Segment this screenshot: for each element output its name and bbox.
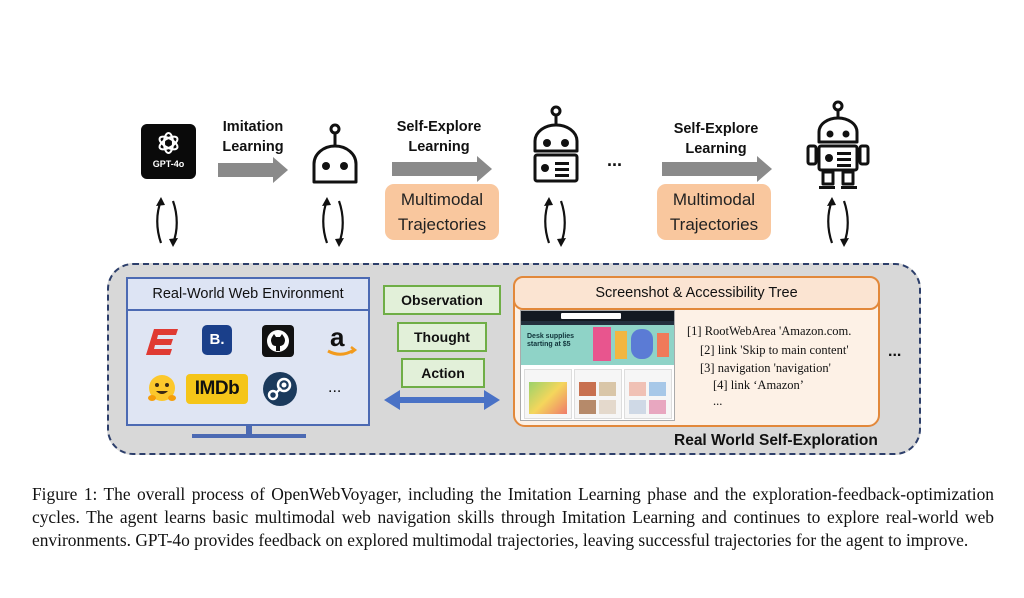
feedback-swap-icon-3 [544,197,566,247]
thumb-headline-line1: Desk supplies [527,333,575,340]
thumb-hero-text: Desk supplies starting at $5 [527,333,574,349]
self-explore-arrow-1 [392,156,492,182]
trajectories-box-2-line2: Trajectories [669,215,759,234]
thumb-search-bar [561,313,621,319]
thumb-card-2-image-1 [579,382,596,396]
huggingface-icon [148,375,176,401]
thought-box: Thought [397,322,487,352]
tree-line-4: [4] link ‘Amazon’ [713,378,804,392]
feedback-swap-icon-1 [156,197,178,247]
self-explore-learning-label-2: Self-Explore Learning [661,119,771,159]
imitation-learning-label: Imitation Learning [208,117,298,157]
region-label: Real World Self-Exploration [674,432,878,449]
amazon-screenshot-thumbnail: Desk supplies starting at $5 [520,310,675,421]
multimodal-trajectories-box-1: Multimodal Trajectories [385,184,499,240]
self-explore-learning-label-1: Self-Explore Learning [389,117,489,157]
imitation-label-line1: Imitation [222,119,284,135]
self-explore-arrow-2 [662,156,772,182]
thumb-headline-line2: starting at $5 [527,341,571,348]
panel-more-ellipsis: ... [888,343,902,360]
tree-line-3: [3] navigation 'navigation' [700,361,831,375]
web-environment-panel: Real-World Web Environment B. a IMDb ... [126,277,370,426]
multimodal-trajectories-box-2: Multimodal Trajectories [657,184,771,240]
gpt-4o-logo: GPT-4o [141,124,196,179]
monitor-stand [246,424,252,436]
thumb-card-3-image-4 [649,400,666,414]
self-explore-label-1-line1: Self-Explore [396,119,482,135]
action-box: Action [401,358,485,388]
thumb-card-2-image-2 [599,382,616,396]
svg-text:a: a [330,323,345,352]
trajectories-box-1-line1: Multimodal [400,190,484,209]
screenshot-panel-title: Screenshot & Accessibility Tree [513,276,880,310]
gpt-logo-label: GPT-4o [152,159,185,169]
robot-icon-3 [806,100,870,189]
steam-icon [263,372,297,406]
booking-icon: B. [202,325,232,355]
self-explore-label-2-line2: Learning [685,141,747,157]
thumb-card-3 [624,369,672,419]
trajectories-box-1-line2: Trajectories [397,215,487,234]
tree-line-5: ... [713,394,723,408]
tree-line-2: [2] link 'Skip to main content' [700,343,849,357]
espn-icon [146,329,178,355]
amazon-icon: a [327,323,358,356]
feedback-swap-icon-2 [322,197,344,247]
thumb-hero-shape-2 [615,331,627,359]
thumb-card-2-image-3 [579,400,596,414]
tree-line-1: [1] RootWebArea 'Amazon.com. [687,324,852,338]
thumb-hero-shape-4 [657,333,669,357]
imdb-icon: IMDb [186,374,248,404]
thumb-card-1 [524,369,572,419]
robot-icon-2 [533,105,579,183]
self-explore-label-1-line2: Learning [408,139,470,155]
imitation-label-line2: Learning [222,139,284,155]
github-icon [262,325,294,357]
openai-icon [158,132,179,154]
thumb-card-2-image-4 [599,400,616,414]
thumb-card-3-image-1 [629,382,646,396]
thumb-card-3-image-2 [649,382,666,396]
thumb-subnav [521,321,674,325]
figure-caption: Figure 1: The overall process of OpenWeb… [32,484,994,550]
trajectories-box-2-line1: Multimodal [672,190,756,209]
monitor-base [192,434,306,438]
bidirectional-arrow [384,390,500,410]
env-more-ellipsis: ... [328,379,342,396]
robot-icon-1 [312,123,358,184]
self-explore-label-2-line1: Self-Explore [673,121,759,137]
thumb-hero-shape-3 [631,329,653,359]
thumb-card-2 [574,369,622,419]
thumb-hero-shape-1 [593,327,611,361]
stage-ellipsis: ... [607,150,623,170]
env-panel-title: Real-World Web Environment [128,279,368,311]
thumb-card-1-image [529,382,567,414]
feedback-swap-icon-4 [827,197,849,247]
imitation-arrow [218,157,288,183]
thumb-card-3-image-3 [629,400,646,414]
observation-box: Observation [383,285,501,315]
